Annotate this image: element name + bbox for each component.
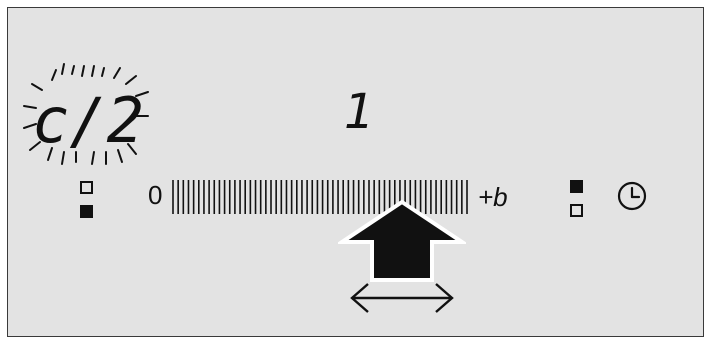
blink-rays	[23, 63, 149, 165]
power-level-display: 1	[344, 84, 375, 140]
cooktop-control-panel	[7, 7, 704, 337]
zone-indicator-filled-square	[80, 205, 93, 218]
zone-indicator-empty-square	[80, 181, 93, 194]
up-arrow-icon	[338, 199, 466, 282]
zone-code-display: c/2	[23, 63, 149, 165]
slider-max-label: +b	[478, 182, 508, 212]
slider-min-label: 0	[148, 180, 163, 210]
clock-icon[interactable]	[616, 180, 648, 212]
zone-indicator-empty-square	[570, 204, 583, 217]
zone-code-text: c/2	[32, 84, 144, 157]
zone-indicator-filled-square	[570, 180, 583, 193]
double-arrow-icon	[350, 283, 454, 313]
